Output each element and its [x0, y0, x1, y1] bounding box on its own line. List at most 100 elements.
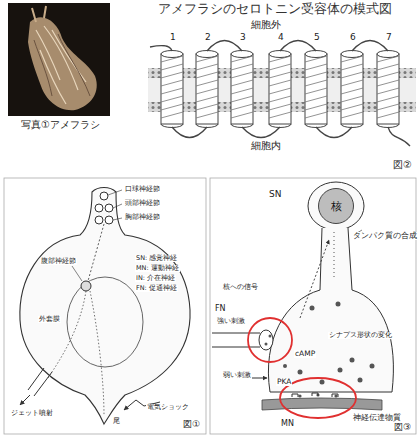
- part-label: SN: [268, 190, 282, 199]
- part-label: FN: [214, 305, 227, 313]
- aplysia-nervous-system-part: [72, 266, 82, 281]
- synapse-diagram-part-part: [298, 370, 303, 375]
- synapse-diagram-part-part: [338, 368, 343, 373]
- sea-hare-photo-part: [32, 6, 46, 22]
- callout-number: 6: [349, 33, 357, 42]
- aplysia-nervous-system-part: [95, 216, 103, 224]
- aplysia-nervous-system: [4, 178, 206, 434]
- synapse-diagram-part-part: [336, 302, 341, 307]
- receptor-diagram-part: [341, 51, 363, 128]
- synapse-diagram-part: [252, 378, 267, 379]
- sea-hare-photo-part: [28, 17, 97, 110]
- region-label: 細胞外: [250, 20, 282, 30]
- receptor-diagram-part: [207, 41, 388, 52]
- nucleus-circle: 核: [318, 188, 354, 224]
- synapse-diagram-part-part: [298, 394, 301, 397]
- photo-caption: 写真①アメフラシ: [20, 120, 101, 130]
- part-label: 強い刺激: [216, 318, 246, 325]
- abbreviation-note: SN: 感覚神経: [135, 255, 178, 262]
- part-label: タンパク質の合成: [352, 232, 418, 240]
- callout-number: 5: [313, 33, 321, 42]
- aplysia-nervous-system-part: [100, 192, 108, 200]
- aplysia-nervous-system-part: [108, 190, 122, 220]
- aplysia-nervous-system-part: [20, 188, 190, 425]
- aplysia-nervous-system-part: [20, 395, 30, 405]
- part-label: PKA: [276, 378, 292, 386]
- aplysia-nervous-system-part: [4, 178, 206, 434]
- part-label: 尾: [112, 418, 121, 425]
- synapse-diagram-part-part: [334, 394, 337, 397]
- synapse-diagram-part: [268, 228, 393, 392]
- receptor-diagram-part: [150, 46, 172, 51]
- synapse-diagram-part-part: [269, 335, 272, 338]
- part-label: 腹部神経節: [40, 258, 77, 265]
- sea-hare-photo: [8, 3, 110, 116]
- synapse-diagram-part: [212, 333, 260, 347]
- part-label: ジェット噴射: [10, 410, 54, 417]
- aplysia-nervous-system-part: [81, 281, 91, 291]
- synapse-diagram-part: [300, 240, 329, 318]
- synapse-diagram-part: [259, 330, 273, 350]
- abbreviation-note: FN: 促通神経: [135, 285, 178, 292]
- part-label: 胸部神経節: [124, 214, 161, 221]
- receptor-diagram-part: [377, 51, 399, 128]
- callout-number: 3: [239, 33, 247, 42]
- synapse-diagram-part-part: [320, 380, 325, 385]
- receptor-diagram-part: [388, 127, 410, 146]
- part-label: 外套膜: [38, 316, 61, 323]
- callout-number: 4: [277, 33, 285, 42]
- synapse-diagram-part: [292, 393, 338, 397]
- abbreviation-note: IN: 介在神経: [135, 275, 176, 282]
- aplysia-nervous-system-part: [105, 216, 113, 224]
- figure-number: 図①: [182, 420, 201, 429]
- sea-hare-photo-part: [8, 3, 110, 116]
- synapse-diagram-part: [334, 232, 335, 280]
- part-label: シナプス形状の変化: [328, 332, 393, 339]
- region-label: 細胞内: [250, 141, 282, 151]
- sea-hare-photo-part: [34, 34, 90, 96]
- synapse-diagram-part: [308, 182, 364, 230]
- part-label: MN: [280, 420, 295, 428]
- synapse-diagram-part-part: [265, 343, 268, 346]
- part-label: 核への信号: [222, 284, 259, 291]
- synapse-diagram-part-part: [350, 358, 355, 363]
- synapse-diagram-part-part: [283, 364, 287, 368]
- aplysia-nervous-system-part: [88, 224, 104, 281]
- part-label: cAMP: [294, 350, 316, 358]
- receptor-diagram-part: [269, 51, 291, 128]
- callout-number: 7: [385, 33, 393, 42]
- aplysia-nervous-system-part: [105, 204, 113, 212]
- callout-number: 2: [204, 33, 212, 42]
- figure-number: 図③: [393, 423, 412, 432]
- part-label: 弱い刺激: [222, 372, 252, 379]
- abbreviation-note: MN: 運動神経: [135, 265, 180, 272]
- part-label: 神経伝達物質: [352, 414, 402, 422]
- synapse-diagram-part: [265, 302, 375, 398]
- aplysia-nervous-system-part: [67, 277, 143, 367]
- synapse-diagram-part-part: [370, 364, 375, 369]
- part-label: 電気ショック: [146, 404, 190, 411]
- aplysia-nervous-system-part: [95, 204, 103, 212]
- synapse-diagram-part-part: [310, 306, 315, 311]
- part-label: 口球神経節: [124, 186, 161, 193]
- receptor-diagram-part: [196, 51, 218, 128]
- receptor-diagram: [148, 41, 416, 147]
- aplysia-nervous-system-part: [48, 291, 104, 416]
- synapse-diagram: [210, 178, 416, 434]
- receptor-diagram-part: [161, 51, 183, 128]
- receptor-diagram-part: [231, 51, 253, 128]
- part-label: 頭部神経節: [124, 200, 161, 207]
- receptor-diagram-part: [172, 127, 352, 138]
- synapse-diagram-part: [210, 178, 416, 434]
- callout-number: 1: [169, 33, 177, 42]
- receptor-diagram-part: [305, 51, 327, 128]
- diagram-title: アメフラシのセロトニン受容体の模式図: [158, 3, 392, 16]
- aplysia-nervous-system-part: [28, 368, 52, 396]
- node-text: 核: [331, 201, 342, 212]
- synapse-diagram-part-part: [358, 378, 363, 383]
- figure-number: 図②: [392, 160, 413, 170]
- synapse-diagram-part: [248, 318, 292, 362]
